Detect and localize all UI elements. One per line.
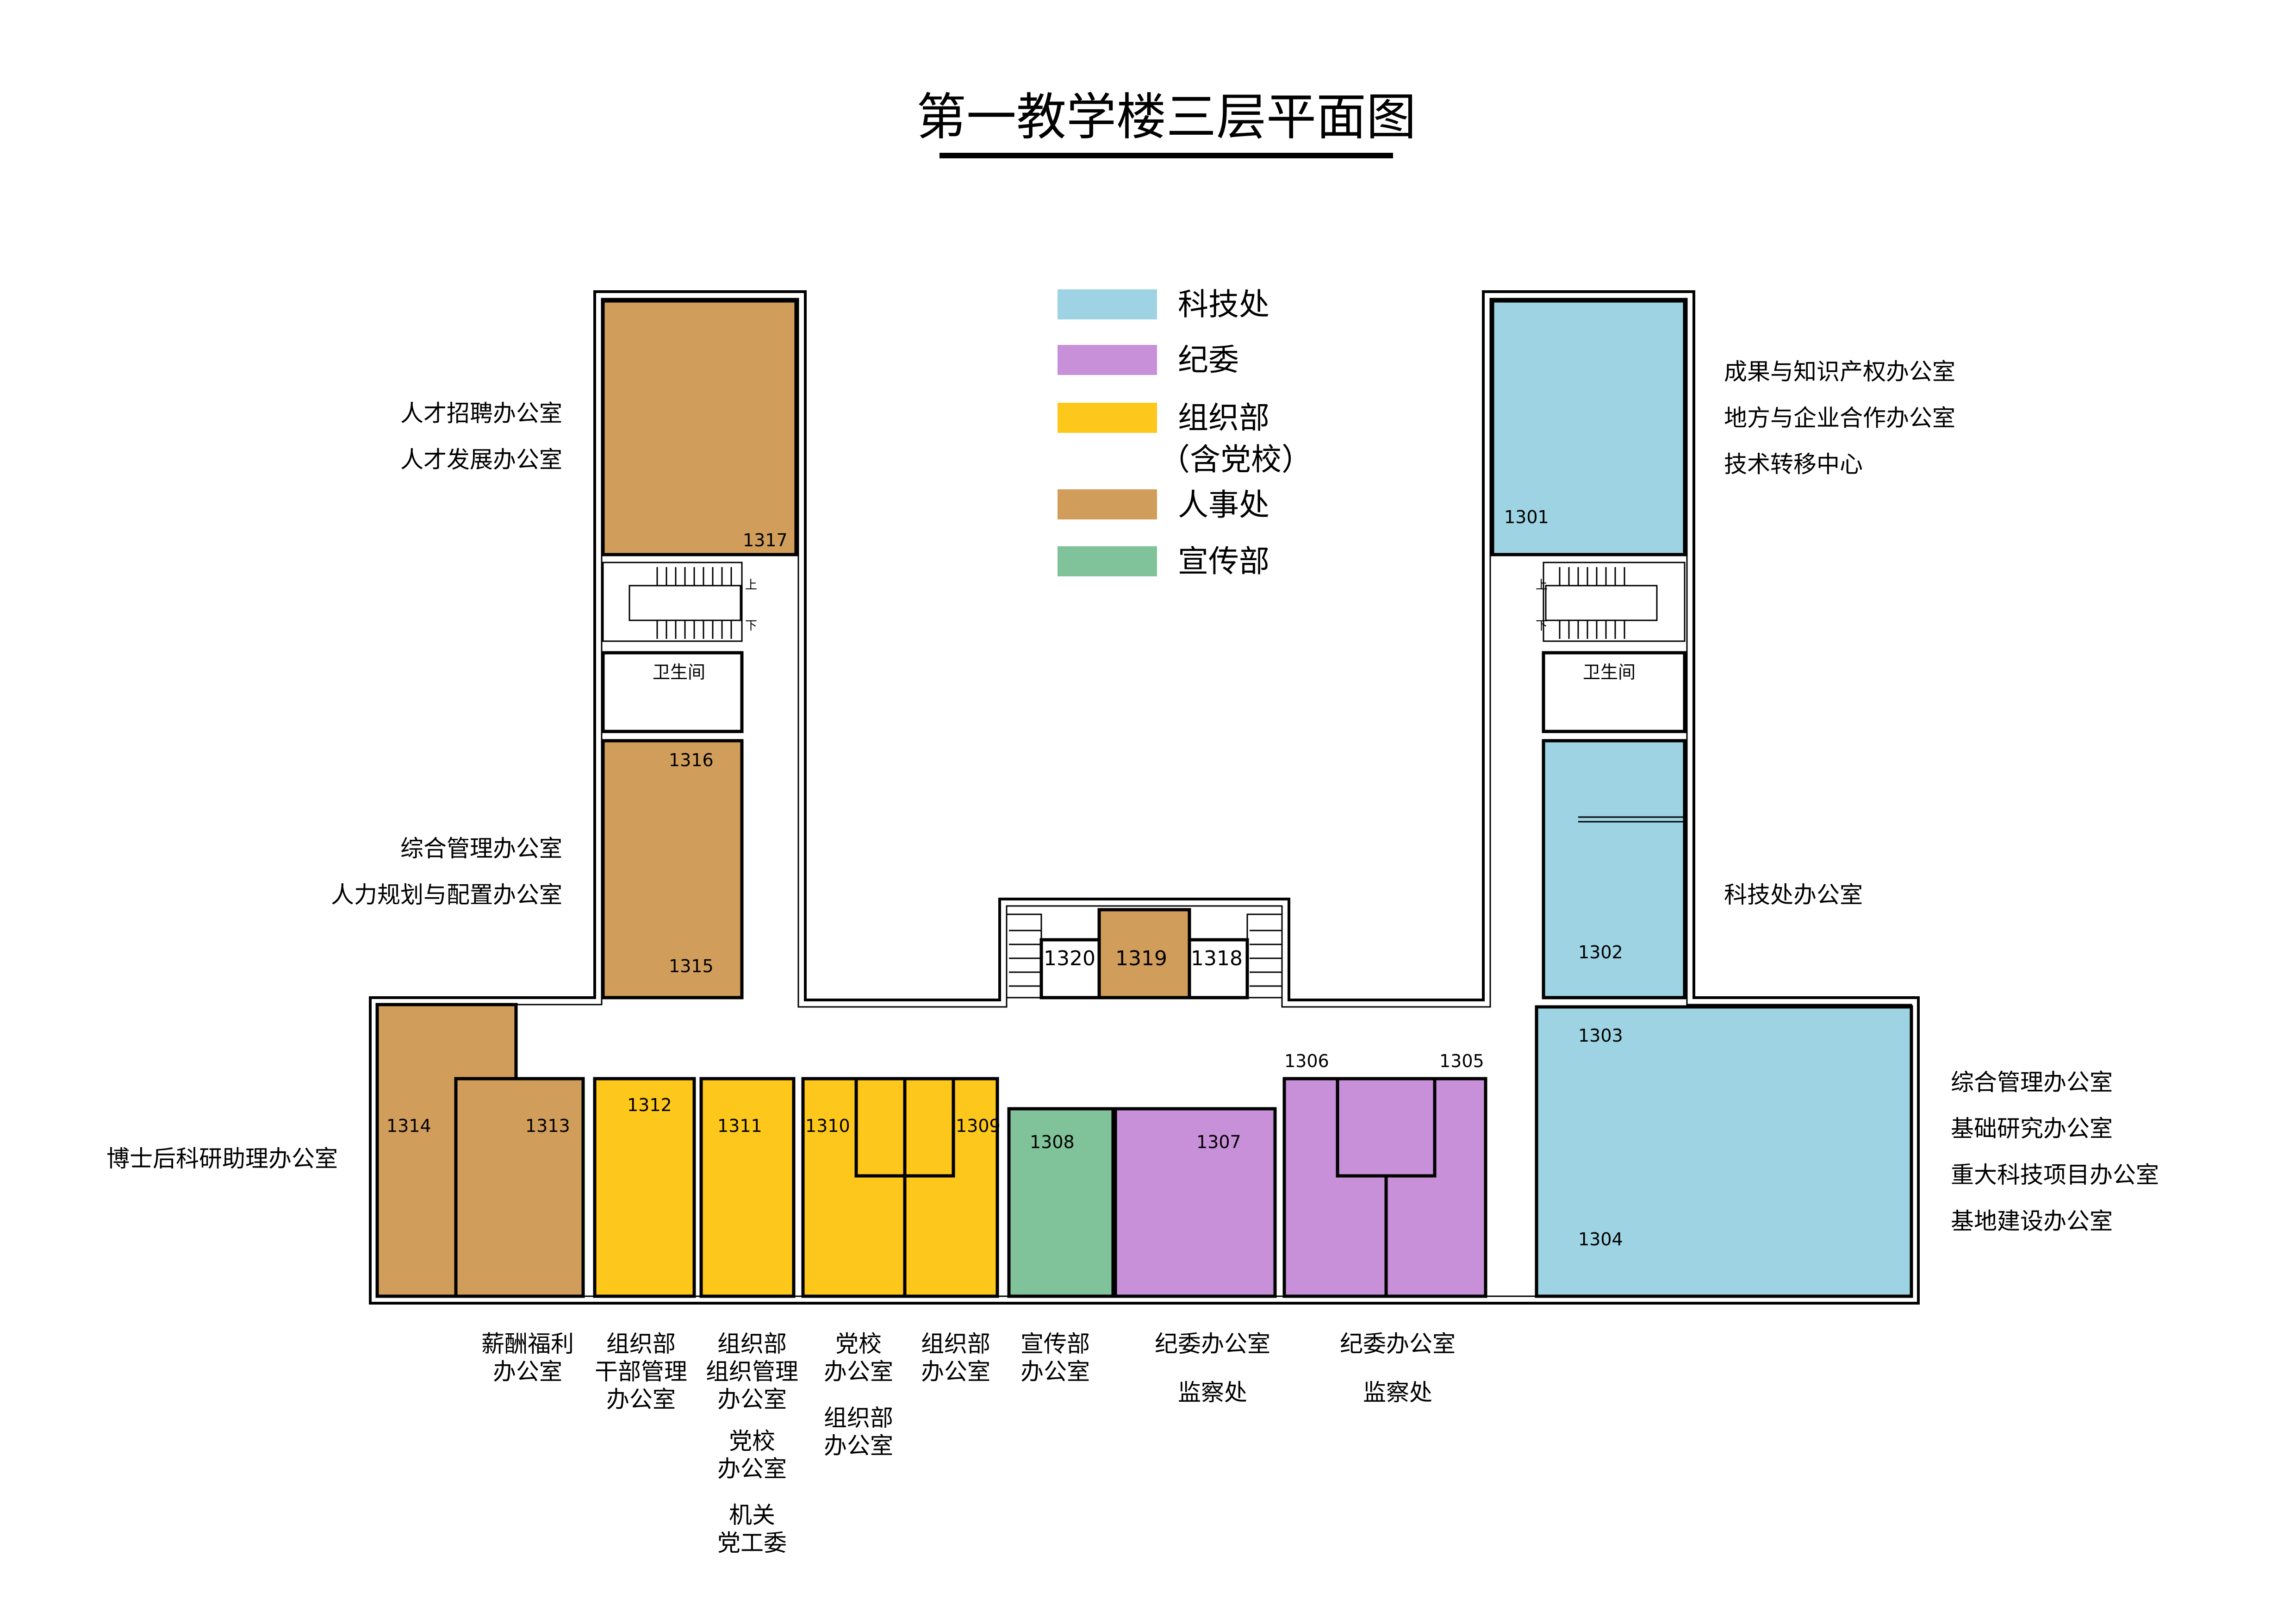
room-1309[interactable] — [903, 1077, 999, 1298]
room-1318[interactable] — [1188, 938, 1249, 999]
label-zzgl-1: 组织部 — [717, 1330, 787, 1357]
label-ganbu-1: 组织部 — [606, 1330, 676, 1357]
room-number-1313: 1313 — [525, 1116, 570, 1136]
room-number-1303: 1303 — [1578, 1025, 1623, 1046]
stair-down-right: 下 — [1536, 619, 1548, 633]
stair-up-left: 上 — [745, 578, 757, 592]
room-1303-1304[interactable] — [1535, 1005, 1913, 1298]
room-number-1319: 1319 — [1115, 947, 1167, 970]
stair-up-right: 上 — [1536, 578, 1548, 592]
stair-right[interactable] — [1543, 562, 1686, 642]
label-xcb-1: 宣传部 — [1020, 1330, 1090, 1357]
room-number-1310: 1310 — [805, 1116, 850, 1136]
room-number-1320: 1320 — [1044, 947, 1095, 970]
stair-left[interactable] — [602, 562, 743, 642]
toilet-left[interactable] — [601, 651, 744, 733]
label-dangxiao-a2: 办公室 — [717, 1455, 787, 1482]
label-xinchou-1: 薪酬福利 — [481, 1330, 574, 1357]
label-zonghe-guanli-left: 综合管理办公室 — [400, 835, 562, 862]
toilet-left-label: 卫生间 — [653, 662, 705, 682]
stair-down-left: 下 — [745, 619, 757, 633]
room-number-1305: 1305 — [1439, 1051, 1484, 1071]
legend-label-zuzhi-note: （含党校） — [1159, 442, 1312, 477]
label-kejichu-office: 科技处办公室 — [1724, 881, 1863, 908]
room-number-1304: 1304 — [1578, 1229, 1623, 1249]
label-renli-guihua: 人力规划与配置办公室 — [331, 881, 562, 908]
title-underline — [940, 153, 1393, 158]
label-rencai-zhaopin: 人才招聘办公室 — [400, 400, 562, 427]
label-ganbu-3: 办公室 — [606, 1386, 676, 1413]
room-1311[interactable] — [699, 1077, 796, 1298]
legend-label-keji: 科技处 — [1178, 287, 1269, 322]
legend-label-xuanchuan: 宣传部 — [1178, 543, 1269, 579]
room-number-1316: 1316 — [669, 750, 714, 770]
label-zzb-b2: 办公室 — [824, 1432, 893, 1459]
room-number-1312: 1312 — [627, 1095, 672, 1115]
label-jiancha-b: 监察处 — [1363, 1379, 1432, 1406]
room-1317[interactable] — [601, 299, 798, 556]
label-xinchou-2: 办公室 — [493, 1358, 562, 1385]
label-jiwei-b: 纪委办公室 — [1340, 1330, 1456, 1357]
legend-label-jiwei: 纪委 — [1178, 342, 1239, 378]
legend-label-zuzhi: 组织部 — [1178, 400, 1269, 436]
label-zzb-b1: 组织部 — [824, 1405, 893, 1431]
label-dangxiao-b2: 办公室 — [824, 1358, 893, 1385]
label-jiancha-a: 监察处 — [1178, 1379, 1247, 1406]
label-jiguan-2: 党工委 — [717, 1530, 787, 1556]
room-number-1314: 1314 — [386, 1116, 431, 1136]
room-1320[interactable] — [1039, 938, 1101, 999]
label-dangxiao-a1: 党校 — [729, 1428, 775, 1455]
room-1316-1315[interactable] — [601, 739, 744, 999]
label-zhongda-keji: 重大科技项目办公室 — [1951, 1162, 2159, 1188]
label-rencai-fazhan: 人才发展办公室 — [400, 446, 562, 473]
label-ganbu-2: 干部管理 — [595, 1358, 687, 1385]
room-number-1309: 1309 — [956, 1116, 1001, 1136]
room-number-1306: 1306 — [1284, 1051, 1329, 1071]
legend-label-renshi: 人事处 — [1178, 487, 1269, 523]
label-jiwei-a: 纪委办公室 — [1155, 1330, 1270, 1357]
label-zzgl-3: 办公室 — [717, 1386, 787, 1413]
room-number-1311: 1311 — [717, 1116, 762, 1136]
room-1302[interactable] — [1542, 739, 1686, 999]
label-zonghe-guanli-right: 综合管理办公室 — [1951, 1069, 2113, 1096]
label-zzb-c1: 组织部 — [921, 1330, 990, 1357]
label-jishu-zhuanyi: 技术转移中心 — [1724, 451, 1863, 478]
label-dangxiao-b1: 党校 — [835, 1330, 882, 1357]
label-zzgl-2: 组织管理 — [706, 1358, 798, 1385]
legend-swatch-zuzhi — [1058, 403, 1157, 433]
room-1308[interactable] — [1007, 1107, 1115, 1298]
toilet-right[interactable] — [1542, 651, 1686, 733]
room-number-1315: 1315 — [669, 956, 714, 976]
room-number-1302: 1302 — [1578, 942, 1623, 962]
room-1313[interactable] — [454, 1077, 585, 1298]
room-number-1317: 1317 — [743, 530, 788, 550]
room-1301[interactable] — [1491, 299, 1686, 556]
room-number-1301: 1301 — [1504, 507, 1549, 527]
label-chengguo: 成果与知识产权办公室 — [1724, 358, 1955, 385]
legend-swatch-keji — [1058, 289, 1157, 319]
label-difang: 地方与企业合作办公室 — [1724, 405, 1955, 431]
page-title: 第一教学楼三层平面图 — [916, 88, 1416, 146]
label-jichu-yanjiu: 基础研究办公室 — [1951, 1115, 2113, 1142]
label-jidi-jianshe: 基地建设办公室 — [1951, 1208, 2113, 1235]
label-zzb-c2: 办公室 — [921, 1358, 990, 1385]
toilet-right-label: 卫生间 — [1583, 662, 1636, 682]
legend: 科技处 纪委 组织部 （含党校） 人事处 宣传部 — [1058, 287, 1312, 579]
room-number-1307: 1307 — [1196, 1132, 1241, 1152]
legend-swatch-renshi — [1058, 489, 1157, 519]
room-1307[interactable] — [1114, 1107, 1277, 1298]
legend-swatch-xuanchuan — [1058, 546, 1157, 576]
room-1312[interactable] — [593, 1077, 696, 1298]
room-1319[interactable] — [1097, 908, 1191, 999]
label-jiguan-1: 机关 — [729, 1502, 775, 1529]
room-1310[interactable] — [801, 1077, 907, 1298]
label-xcb-2: 办公室 — [1020, 1358, 1090, 1385]
room-number-1308: 1308 — [1030, 1132, 1075, 1152]
room-number-1318: 1318 — [1191, 947, 1243, 970]
legend-swatch-jiwei — [1058, 345, 1157, 375]
label-boshihou: 博士后科研助理办公室 — [106, 1145, 338, 1172]
